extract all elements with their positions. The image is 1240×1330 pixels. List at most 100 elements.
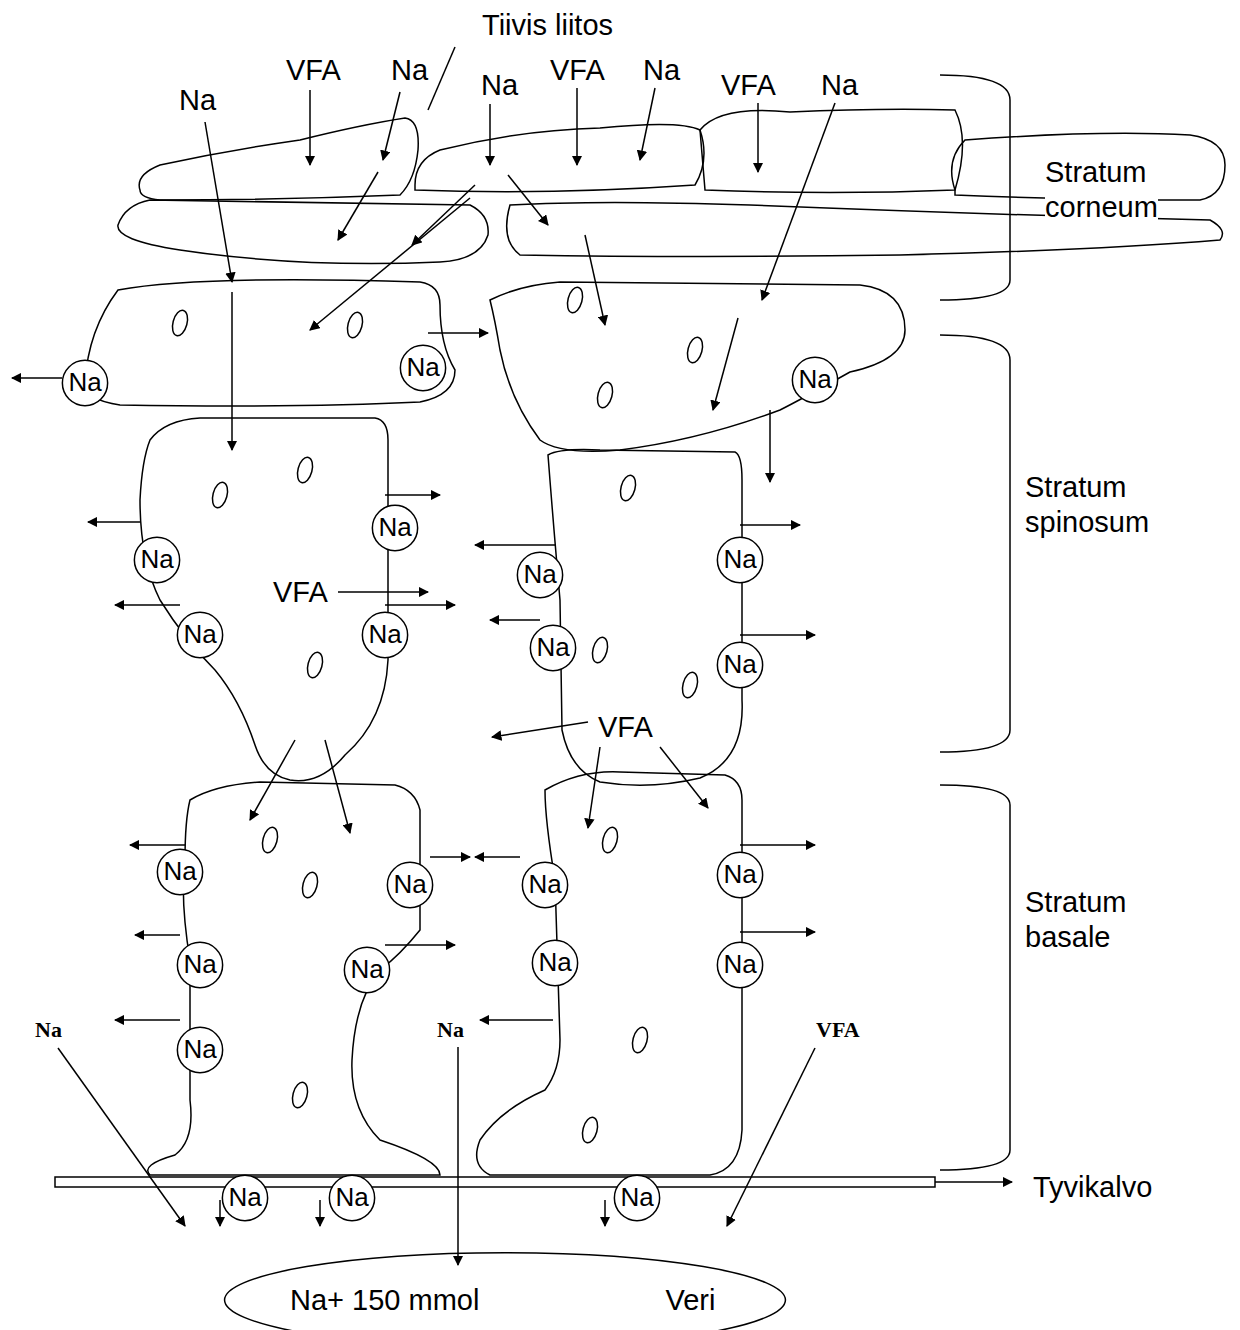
text-label: Na bbox=[437, 1017, 464, 1043]
label-text: Na bbox=[179, 84, 216, 116]
sodium-pump-circle: Na bbox=[387, 862, 433, 908]
flux-arrow bbox=[457, 1047, 459, 1265]
epithelial-cell bbox=[140, 418, 388, 781]
node-shape bbox=[177, 1027, 222, 1072]
corneum-cell bbox=[700, 109, 963, 192]
flux-arrow bbox=[325, 740, 350, 833]
text-label: VFA bbox=[598, 710, 653, 745]
sodium-pump-circle: Na bbox=[177, 942, 223, 988]
label-text: Na bbox=[437, 1017, 464, 1042]
label-text: VFA bbox=[598, 711, 653, 743]
corneum-cell bbox=[118, 200, 488, 264]
cell-nucleus bbox=[300, 871, 320, 900]
cell-nucleus bbox=[210, 481, 230, 510]
node-text: Na+ 150 mmol bbox=[290, 1283, 479, 1318]
cell-nucleus bbox=[680, 671, 700, 700]
node-shape bbox=[717, 942, 762, 987]
sodium-pump-circle: Na bbox=[717, 942, 763, 988]
node-text: Na bbox=[368, 619, 401, 650]
sodium-pump-circle: Na bbox=[372, 505, 418, 551]
flux-arrow bbox=[492, 722, 588, 737]
sodium-pump-circle: Na bbox=[177, 1027, 223, 1073]
cell-nucleus bbox=[590, 636, 610, 665]
label-text: Tyvikalvo bbox=[1033, 1171, 1152, 1203]
pump-arrow bbox=[740, 524, 800, 526]
cell-nucleus bbox=[685, 336, 705, 365]
label-text: VFA bbox=[286, 54, 341, 86]
epithelial-cell bbox=[490, 282, 905, 451]
node-text: Na bbox=[335, 1182, 368, 1213]
sodium-pump-circle: Na bbox=[177, 612, 223, 658]
label-text: VFA bbox=[550, 54, 605, 86]
flux-arrow bbox=[338, 172, 378, 240]
node-shape bbox=[717, 537, 762, 582]
layer-bracket bbox=[940, 785, 1010, 1170]
epithelial-cell bbox=[477, 772, 742, 1175]
node-text: Na bbox=[406, 352, 439, 383]
leader-arrow bbox=[935, 1181, 1012, 1183]
node-shape bbox=[717, 642, 762, 687]
leader-line bbox=[428, 47, 455, 110]
node-text: Na bbox=[378, 512, 411, 543]
epithelial-cell bbox=[148, 782, 440, 1175]
corneum-cell bbox=[139, 118, 418, 200]
cell-nucleus bbox=[170, 309, 190, 338]
pump-arrow bbox=[769, 410, 771, 482]
flux-arrow bbox=[576, 88, 578, 165]
epithelial-cell bbox=[548, 450, 742, 786]
node-shape bbox=[329, 1175, 374, 1220]
flux-arrow bbox=[338, 591, 428, 593]
text-label: Na bbox=[391, 53, 428, 88]
label-text: Na bbox=[391, 54, 428, 86]
flux-arrow bbox=[58, 1048, 185, 1226]
flux-arrow bbox=[383, 92, 400, 160]
label-text: Na bbox=[643, 54, 680, 86]
cell-nucleus bbox=[595, 381, 615, 410]
pump-arrow bbox=[490, 619, 540, 621]
cell-nucleus bbox=[580, 1116, 600, 1145]
pump-arrow bbox=[385, 604, 455, 606]
flux-arrow bbox=[713, 318, 738, 410]
basement-membrane bbox=[55, 1177, 935, 1187]
node-text: Na bbox=[163, 856, 196, 887]
node-shape bbox=[530, 625, 575, 670]
sodium-pump-circle: Na bbox=[517, 552, 563, 598]
pump-arrow bbox=[475, 544, 555, 546]
pump-arrow bbox=[12, 377, 62, 379]
node-text: Na bbox=[350, 954, 383, 985]
node-shape bbox=[157, 849, 202, 894]
flux-arrow bbox=[205, 122, 232, 282]
node-text: Veri bbox=[665, 1283, 715, 1318]
pump-arrow bbox=[428, 332, 488, 334]
node-text: Na bbox=[68, 367, 101, 398]
pump-arrow bbox=[135, 934, 180, 936]
pump-arrow bbox=[430, 856, 470, 858]
node-shape bbox=[62, 360, 107, 405]
node-shape bbox=[400, 345, 445, 390]
node-shape bbox=[717, 852, 762, 897]
sodium-pump-circle: Na bbox=[614, 1175, 660, 1221]
text-label: VFA bbox=[816, 1017, 860, 1043]
sodium-pump-circle: Na bbox=[532, 940, 578, 986]
pump-arrow bbox=[130, 844, 185, 846]
flux-arrow bbox=[762, 103, 835, 300]
node-text: Na bbox=[723, 544, 756, 575]
cell-nucleus bbox=[630, 1026, 650, 1055]
node-shape bbox=[177, 612, 222, 657]
text-label: VFA bbox=[721, 68, 776, 103]
sodium-pump-circle: Na bbox=[344, 947, 390, 993]
label-text: Stratum corneum bbox=[1045, 156, 1158, 223]
node-shape bbox=[614, 1175, 659, 1220]
node-shape bbox=[517, 552, 562, 597]
label-text: Stratum basale bbox=[1025, 886, 1127, 953]
flux-arrow bbox=[660, 747, 708, 808]
sodium-pump-circle: Na bbox=[62, 360, 108, 406]
pump-arrow bbox=[88, 521, 140, 523]
pump-arrow bbox=[740, 931, 815, 933]
node-text: Na bbox=[393, 869, 426, 900]
flux-arrow bbox=[588, 747, 600, 828]
flux-arrow bbox=[640, 88, 655, 160]
node-shape bbox=[792, 357, 837, 402]
pump-arrow bbox=[219, 1200, 221, 1226]
pump-arrow bbox=[740, 634, 815, 636]
